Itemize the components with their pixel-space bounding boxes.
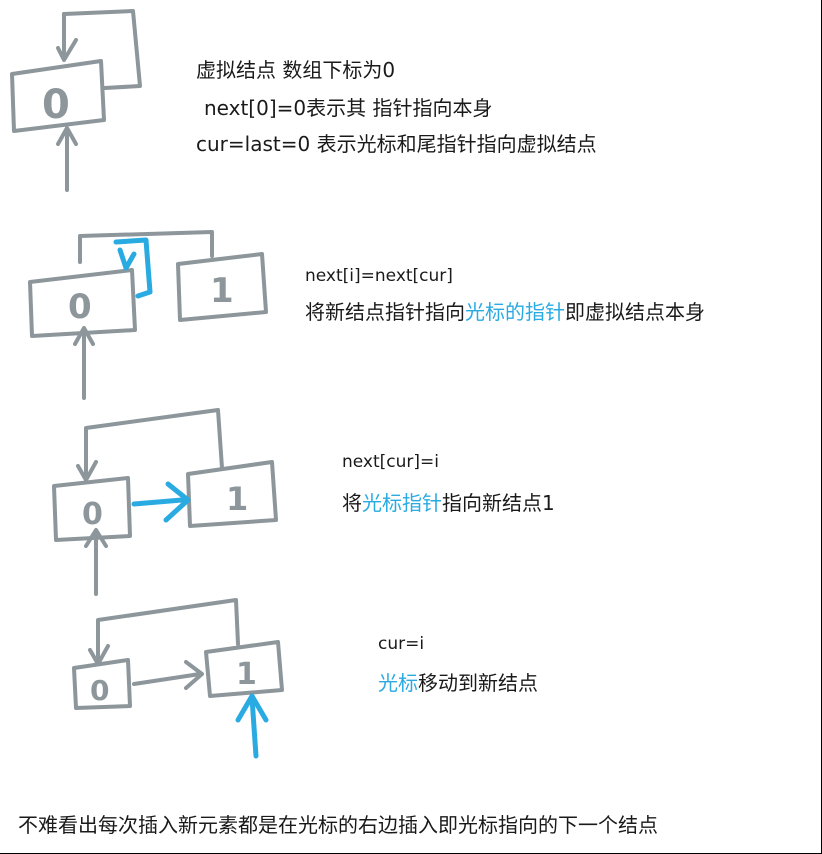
step4-code: cur=i [378, 634, 425, 654]
step2-code: next[i]=next[cur] [305, 266, 453, 286]
step4-highlight-arrow [235, 693, 269, 759]
step3-node-1-label: 1 [226, 480, 248, 518]
step3-desc-b: 指向新结点1 [442, 491, 555, 515]
step3-node-0-box [52, 476, 132, 542]
step3-link-bracket [84, 408, 224, 480]
step1-node-0-label: 0 [42, 82, 70, 128]
step4-desc-highlight: 光标 [378, 671, 418, 695]
step3-highlight-arrow [131, 481, 191, 523]
step2-description: 将新结点指针指向光标的指针即虚拟结点本身 [305, 296, 705, 325]
step4-desc-b: 移动到新结点 [418, 671, 538, 695]
step3-description: 将光标指针指向新结点1 [342, 487, 555, 516]
step4-link-arrow [132, 660, 204, 690]
step2-pointer-arrow [73, 326, 95, 400]
step3-desc-highlight: 光标指针 [362, 491, 442, 515]
step2-diagram [28, 230, 268, 400]
step4-description: 光标移动到新结点 [378, 667, 538, 696]
step1-back-box [62, 9, 142, 90]
step1-link-arrowhead [56, 38, 78, 62]
step3-code: next[cur]=i [342, 452, 440, 472]
step4-link-bracket [96, 598, 240, 664]
step1-line3: cur=last=0 表示光标和尾指针指向虚拟结点 [196, 132, 597, 156]
summary-text: 不难看出每次插入新元素都是在光标的右边插入即光标指向的下一个结点 [18, 813, 658, 837]
step1-diagram [10, 9, 142, 192]
step2-node-1-box [176, 252, 268, 322]
step4-node-0-box [72, 658, 132, 710]
step1-pointer-arrow [56, 126, 78, 192]
step4-node-1-box [204, 640, 284, 698]
step3-link-arrowhead [76, 460, 98, 482]
step4-node-0-label: 0 [90, 674, 109, 707]
step3-node-1-box [186, 460, 278, 528]
step4-diagram [72, 598, 284, 710]
step2-desc-highlight: 光标的指针 [465, 300, 565, 324]
step1-line1: 虚拟结点 数组下标为0 [196, 58, 396, 82]
step3-diagram [52, 408, 278, 596]
step2-node-0-box [28, 268, 137, 338]
step2-desc-a: 将新结点指针指向 [305, 300, 465, 324]
step1-line2: next[0]=0表示其 指针指向本身 [204, 96, 493, 120]
step2-node-1-label: 1 [210, 271, 234, 311]
step2-highlight-arrow [113, 237, 153, 299]
step1-node-0-box [10, 59, 106, 133]
step2-desc-b: 即虚拟结点本身 [565, 300, 705, 324]
step4-node-1-label: 1 [236, 657, 257, 692]
step3-node-0-label: 0 [82, 497, 103, 532]
step2-link-bracket [78, 230, 214, 264]
step2-node-0-label: 0 [68, 287, 92, 327]
step3-pointer-arrow [84, 528, 108, 596]
step3-desc-a: 将 [342, 491, 362, 515]
